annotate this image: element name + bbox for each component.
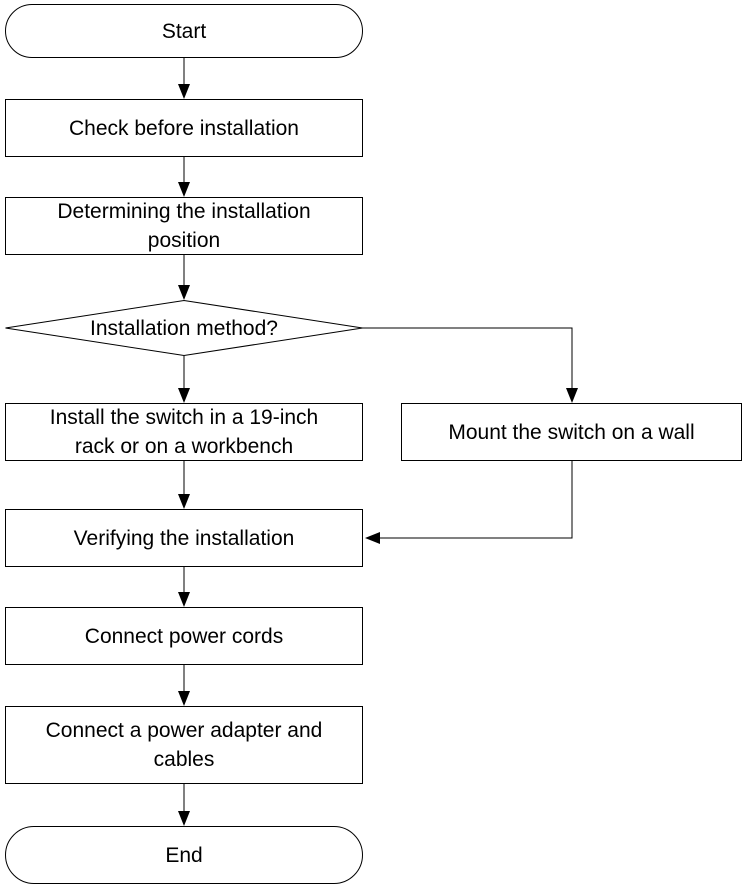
mount-wall-label: Mount the switch on a wall — [448, 420, 695, 444]
connector-decision-install-rack — [178, 356, 190, 403]
end-terminal — [5, 826, 363, 884]
determine-label-line1: Determining the installation — [57, 200, 311, 223]
connector-power-adapter-end — [178, 784, 190, 826]
power-adapter-label: Connect a power adapter and cables — [5, 706, 363, 784]
start-terminal — [5, 4, 363, 58]
determine-label: Determining the installation position — [5, 197, 363, 255]
connector-decision-mount-wall — [362, 327, 578, 403]
check-box — [5, 99, 363, 157]
start-label: Start — [161, 19, 207, 43]
decision-label: Installation method? — [90, 316, 278, 340]
verify-label: Verifying the installation — [73, 526, 295, 550]
determine-box — [5, 197, 363, 255]
connector-verify-power-cords — [178, 567, 190, 607]
power-adapter-label-line2: cables — [153, 748, 215, 771]
connector-power-cords-power-adapter — [178, 665, 190, 706]
decision-diamond — [5, 299, 363, 357]
connector-start-check — [178, 58, 190, 99]
install-rack-label-line2: rack or on a workbench — [74, 435, 294, 458]
power-adapter-box — [5, 706, 363, 784]
connector-check-determine — [178, 157, 190, 197]
install-rack-label: Install the switch in a 19-inch rack or … — [5, 403, 363, 461]
determine-label-line2: position — [147, 229, 221, 252]
mount-wall-box — [401, 403, 742, 461]
install-rack-box — [5, 403, 363, 461]
verify-box — [5, 509, 363, 567]
power-cords-label: Connect power cords — [84, 624, 284, 648]
power-cords-box — [5, 607, 363, 665]
install-rack-label-line1: Install the switch in a 19-inch — [49, 406, 319, 429]
connector-mount-wall-verify — [365, 461, 573, 544]
power-adapter-label-line1: Connect a power adapter and — [45, 719, 323, 742]
end-label: End — [165, 843, 203, 867]
connector-install-rack-verify — [178, 461, 190, 509]
check-label: Check before installation — [69, 116, 299, 140]
connector-determine-decision — [178, 255, 190, 300]
